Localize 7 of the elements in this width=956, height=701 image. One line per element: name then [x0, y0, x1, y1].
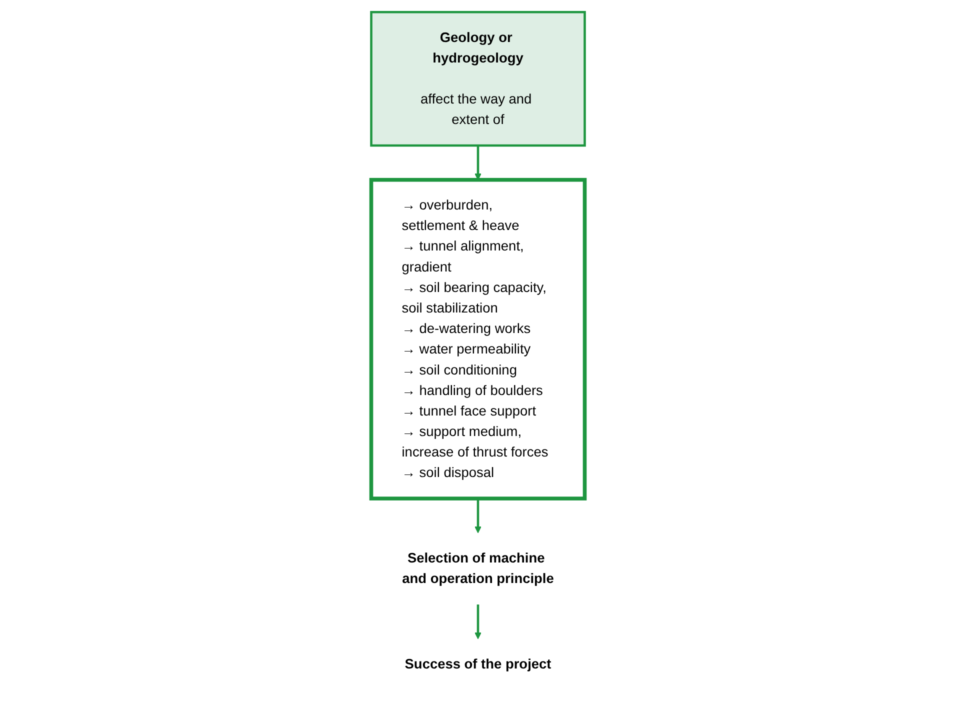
arrow [474, 145, 482, 180]
arrow [474, 604, 482, 639]
node-box: → overburden, settlement & heave → tunnel alignment, gradient → soil bearing capacity, soil stabilization → de-watering works → water permeability → soil conditioning → handling of boulders → tunnel face support → support medium, increase of thrust forces → soil disposal [369, 177, 587, 500]
node-text: Success of the project [404, 656, 552, 672]
node-text: Selection of machine and operation principle [402, 550, 554, 586]
arrow [474, 498, 482, 533]
node-box: Geology or hydrogeology affect the way and extent of [370, 10, 586, 146]
